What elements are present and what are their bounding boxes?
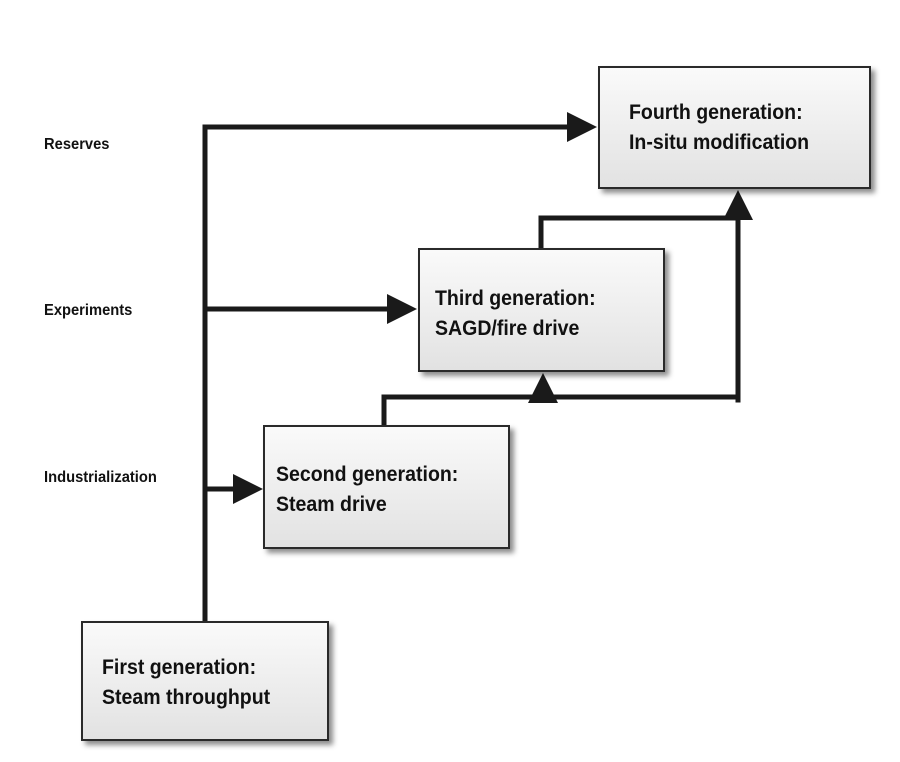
label-industrialization: Industrialization bbox=[44, 469, 157, 486]
first-generation-subtitle: Steam throughput bbox=[102, 686, 271, 709]
third-generation-title: Third generation: bbox=[435, 287, 596, 310]
fourth-generation-title: Fourth generation: bbox=[629, 101, 803, 124]
box-second-generation: Second generation: Steam drive bbox=[263, 425, 510, 549]
third-generation-subtitle: SAGD/fire drive bbox=[435, 317, 580, 340]
fourth-generation-subtitle: In-situ modification bbox=[629, 131, 810, 154]
label-reserves: Reserves bbox=[44, 136, 110, 153]
box-fourth-generation: Fourth generation: In-situ modification bbox=[598, 66, 871, 189]
connector-third-up bbox=[538, 215, 741, 251]
second-generation-title: Second generation: bbox=[276, 463, 459, 486]
second-generation-subtitle: Steam drive bbox=[276, 493, 387, 516]
box-first-generation: First generation: Steam throughput bbox=[81, 621, 329, 741]
connector-second-up bbox=[381, 394, 741, 428]
first-generation-title: First generation: bbox=[102, 656, 257, 679]
box-third-generation: Third generation: SAGD/fire drive bbox=[418, 248, 665, 372]
label-experiments: Experiments bbox=[44, 302, 133, 319]
